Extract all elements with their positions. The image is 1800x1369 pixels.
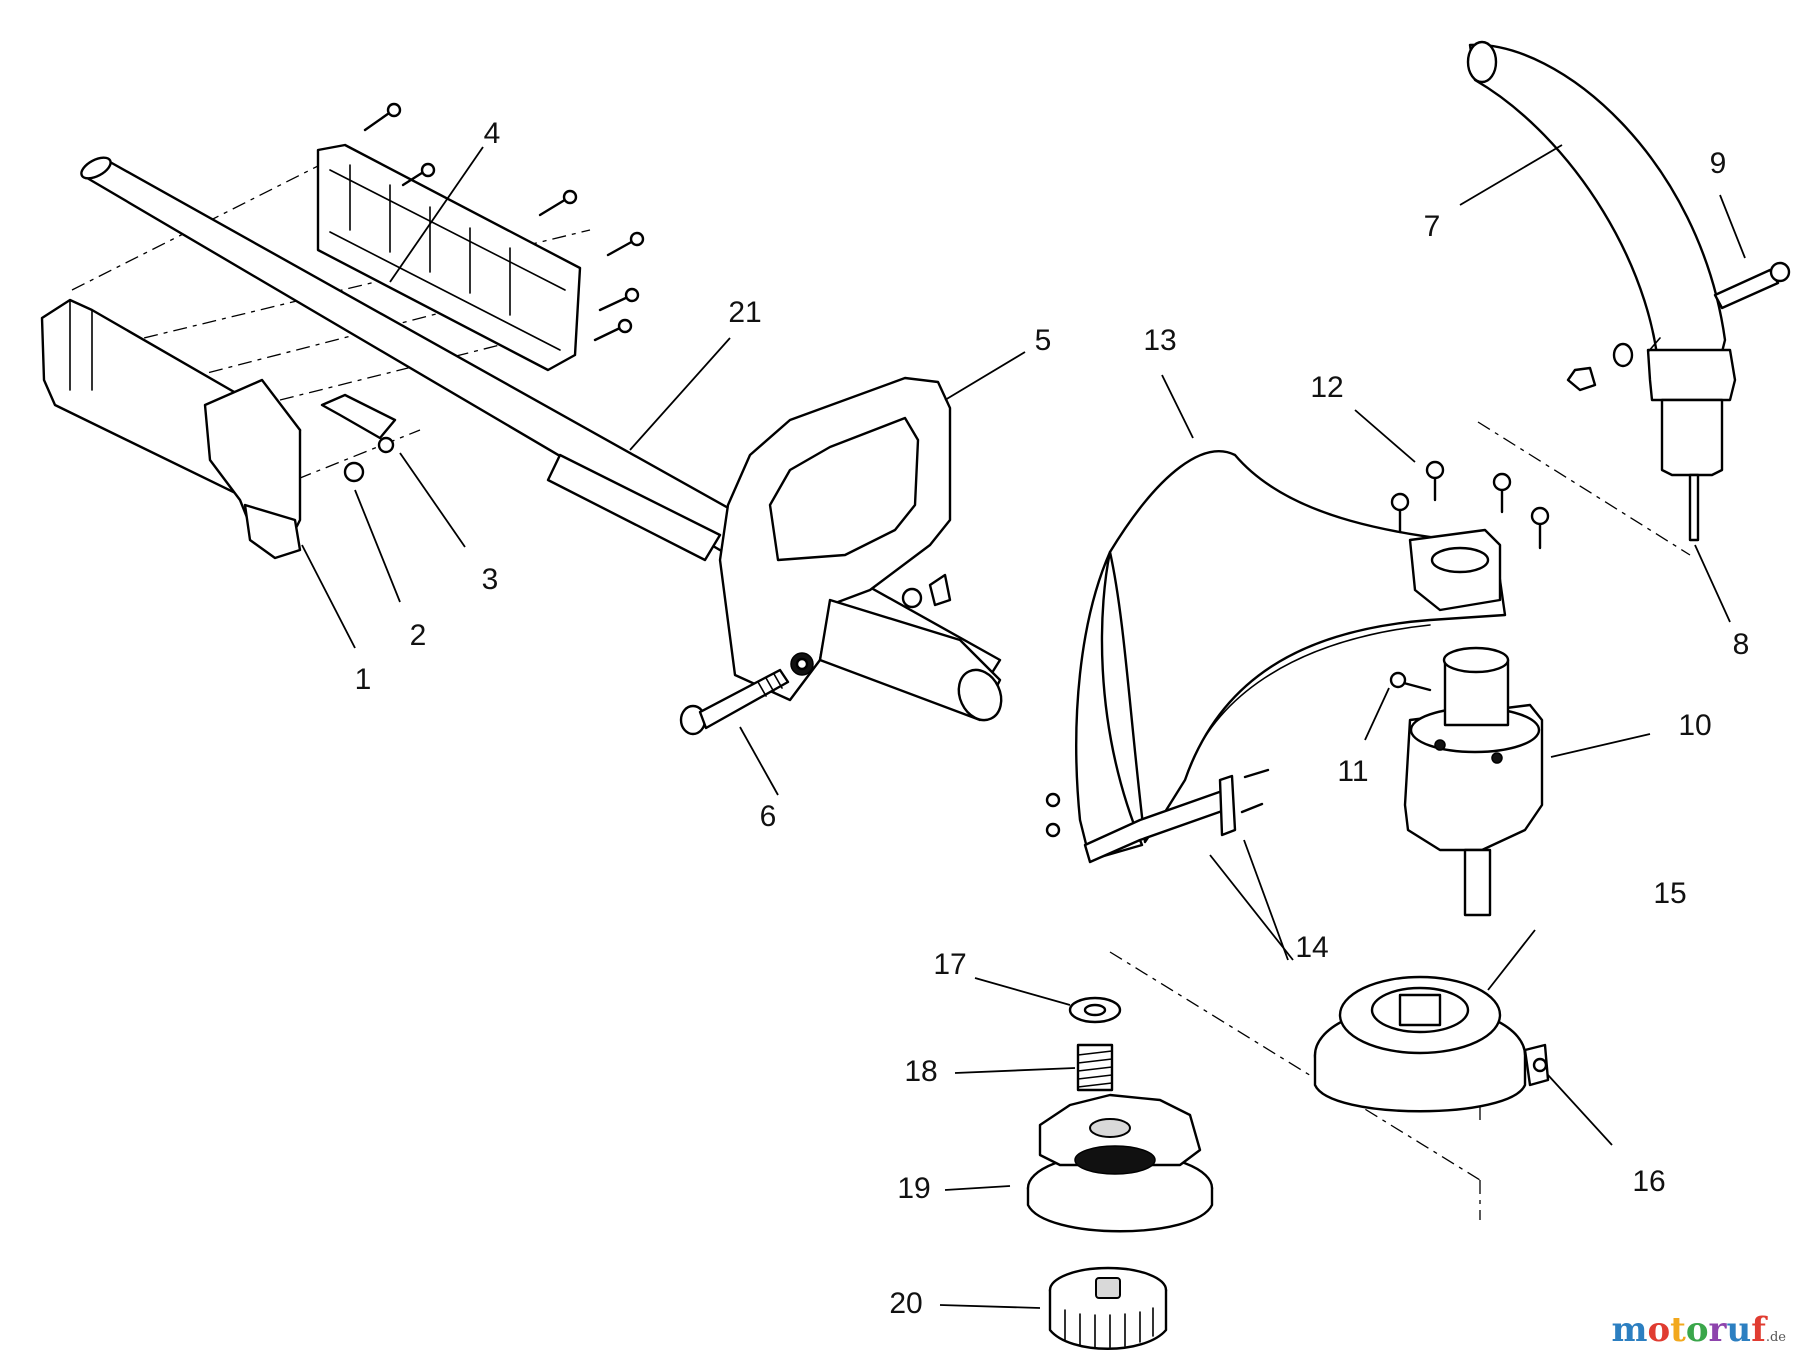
spring xyxy=(1076,1043,1114,1092)
callout-9: 9 xyxy=(1710,147,1727,180)
callout-16: 16 xyxy=(1632,1165,1665,1198)
watermark-letter: o xyxy=(1647,1310,1671,1350)
clamp-hardware xyxy=(1566,261,1791,392)
callout-2: 2 xyxy=(410,619,427,652)
spool-housing xyxy=(1313,975,1550,1113)
callout-15: 15 xyxy=(1653,877,1686,910)
watermark-letter: m xyxy=(1611,1310,1648,1350)
d-handle xyxy=(718,376,1003,722)
callout-5: 5 xyxy=(1035,324,1052,357)
guard-screws xyxy=(1390,460,1550,550)
callout-10: 10 xyxy=(1678,709,1711,742)
leader-lines xyxy=(301,144,1746,1309)
callout-17: 17 xyxy=(933,948,966,981)
callout-13: 13 xyxy=(1143,324,1176,357)
callout-21: 21 xyxy=(728,296,761,329)
upper-shaft xyxy=(1466,40,1737,542)
callout-11: 11 xyxy=(1337,755,1368,788)
guard-bracket xyxy=(1408,528,1502,612)
callout-3: 3 xyxy=(482,563,499,596)
callout-6: 6 xyxy=(760,800,777,833)
assembly-dash-lines xyxy=(71,164,1691,1220)
callout-7: 7 xyxy=(1424,210,1441,243)
watermark-letter: u xyxy=(1726,1310,1752,1350)
gearhead xyxy=(1389,646,1544,917)
callout-8: 8 xyxy=(1733,628,1750,661)
callout-4: 4 xyxy=(484,117,501,150)
watermark-letter: o xyxy=(1685,1310,1709,1350)
engine-housing xyxy=(40,298,302,560)
cover-plate xyxy=(316,143,582,372)
callout-1: 1 xyxy=(355,663,372,696)
watermark-letter: f xyxy=(1751,1310,1766,1350)
watermark-suffix: .de xyxy=(1765,1330,1786,1345)
throttle-parts xyxy=(320,393,397,483)
bump-knob xyxy=(1048,1266,1168,1350)
callout-19: 19 xyxy=(897,1172,930,1205)
spool xyxy=(1026,1093,1214,1233)
callout-18: 18 xyxy=(904,1055,937,1088)
callout-20: 20 xyxy=(889,1287,922,1320)
handle-bolt xyxy=(679,668,790,736)
callout-14: 14 xyxy=(1295,931,1328,964)
watermark-logo: motoruf.de xyxy=(1611,1310,1786,1350)
callout-labels: 1 2 3 4 5 6 7 8 9 10 11 12 13 14 15 16 1… xyxy=(355,117,1750,1320)
callout-12: 12 xyxy=(1310,371,1343,404)
cover-screws xyxy=(363,102,645,342)
watermark-letter: r xyxy=(1708,1310,1727,1350)
washer xyxy=(1068,996,1122,1024)
watermark-letter: t xyxy=(1670,1310,1686,1350)
guard-lower-hardware xyxy=(1045,768,1270,838)
watermark-text: motoruf xyxy=(1611,1310,1765,1350)
